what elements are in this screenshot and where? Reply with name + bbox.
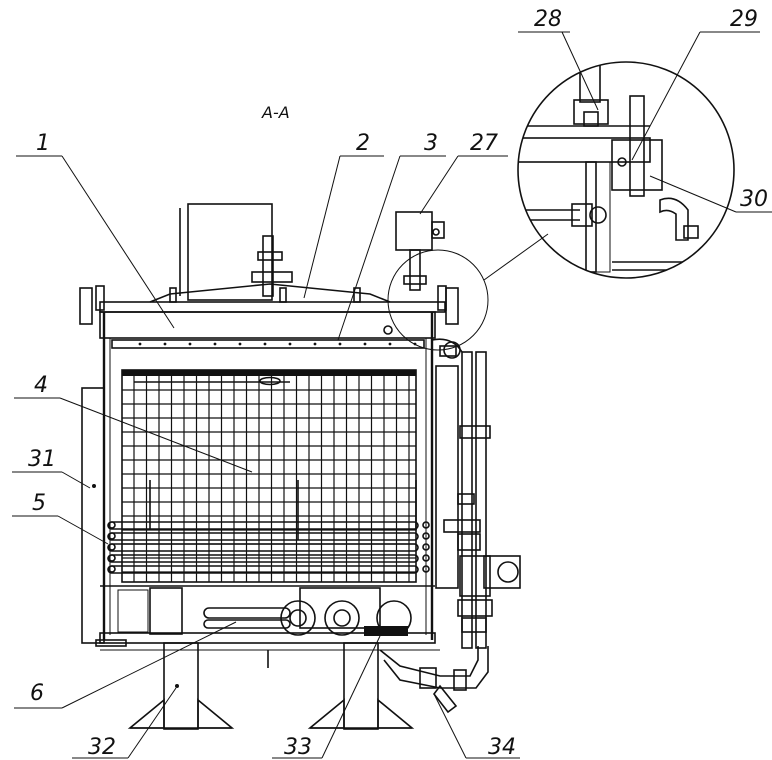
- tank-body: [79, 203, 521, 730]
- pump-motor: [483, 555, 521, 589]
- lid-plate: [99, 301, 446, 313]
- spray-holes: [138, 342, 417, 346]
- right-piping: [379, 338, 521, 714]
- rear-box: [187, 203, 273, 301]
- spray-tube: [111, 339, 425, 349]
- bottom-plate: [99, 632, 436, 644]
- callout-6: 6: [30, 681, 44, 706]
- callout-27: 27: [470, 131, 498, 156]
- callout-30: 30: [740, 187, 768, 212]
- callout-28: 28: [534, 7, 562, 32]
- basket-grid: [122, 376, 416, 582]
- callouts: 1 2 3 27 28 29 30 4 31 5: [12, 7, 772, 760]
- callout-2: 2: [356, 131, 370, 156]
- wire-basket: [121, 369, 417, 583]
- rim-frame: [99, 311, 436, 339]
- side-panel: [81, 387, 127, 647]
- callout-1: 1: [36, 131, 50, 156]
- lid-clamps: [79, 285, 459, 325]
- top-valve: [395, 211, 445, 291]
- detail-marker: [387, 249, 489, 351]
- callout-29: 29: [730, 7, 758, 32]
- callout-4: 4: [34, 373, 48, 398]
- callout-31: 31: [28, 447, 56, 472]
- callout-33: 33: [284, 735, 312, 760]
- heater-coils: [107, 521, 430, 574]
- bottom-assembly: [117, 587, 412, 636]
- section-label: A-A: [261, 103, 290, 122]
- callout-32: 32: [88, 735, 116, 760]
- callout-3: 3: [424, 131, 438, 156]
- stand-legs: [100, 642, 440, 730]
- callout-5: 5: [32, 491, 46, 516]
- detail-view: [387, 61, 735, 351]
- callout-34: 34: [488, 735, 516, 760]
